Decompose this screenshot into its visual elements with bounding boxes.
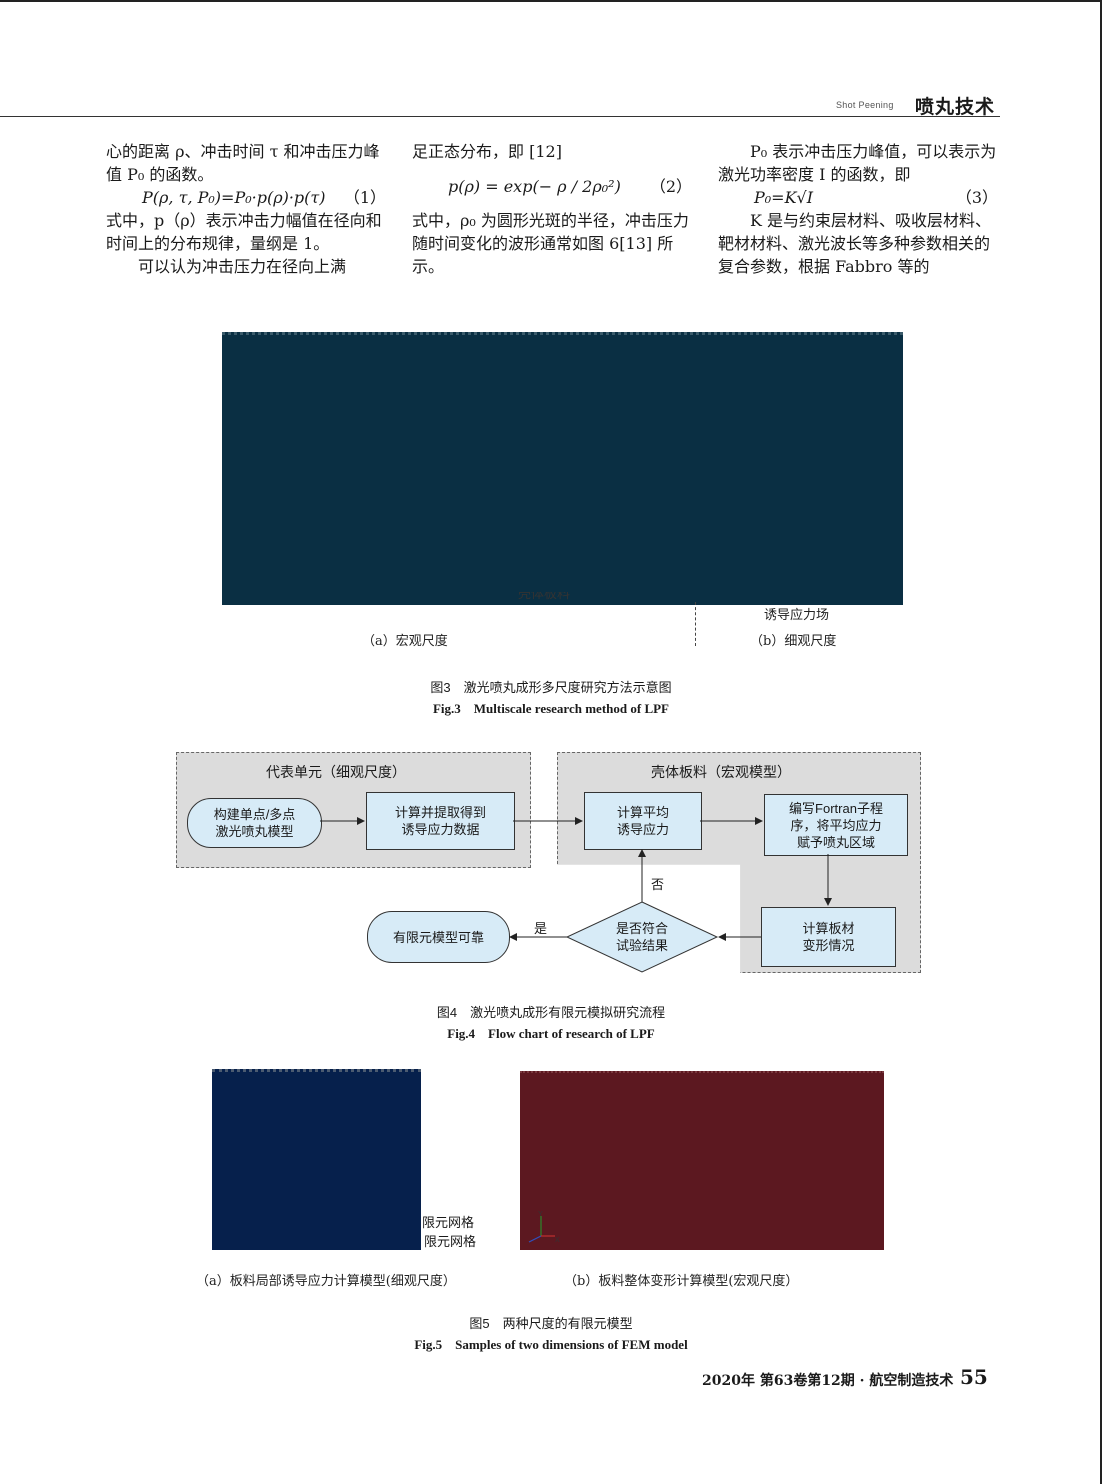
- figure-5a-mesh-label-2: 限元网格: [424, 1234, 477, 1249]
- figure-3-stress-field-label: 诱导应力场: [764, 608, 830, 623]
- col1-paragraph-2: 式中，p（ρ）表示冲击力幅值在径向和时间上的分布规律，量纲是 1。: [106, 211, 382, 253]
- flow-box-fortran: 编写Fortran子程 序，将平均应力 赋予喷丸区域: [764, 794, 908, 856]
- figure-5-caption-zh: 图5 两种尺度的有限元模型: [469, 1316, 633, 1331]
- top-border: [0, 0, 1102, 2]
- figure-3-divider: [695, 602, 696, 646]
- equation-2-number: （2）: [649, 176, 692, 196]
- header-journal-en: Shot Peening: [836, 100, 894, 110]
- figure-5-subcaption-a: （a）板料局部诱导应力计算模型(细观尺度）: [196, 1274, 456, 1289]
- col1-paragraph-1: 心的距离 ρ、冲击时间 τ 和冲击压力峰值 P₀ 的函数。: [106, 142, 380, 184]
- equation-1-number: （1）: [343, 188, 386, 207]
- equation-3-body: P₀=K√I: [754, 188, 814, 207]
- flow-box-build-model: 构建单点/多点 激光喷丸模型: [187, 798, 322, 848]
- figure-3-caption-en: Fig.3 Multiscale research method of LPF: [432, 701, 669, 716]
- flow-label-yes: 是: [534, 921, 548, 936]
- header-rule: [0, 116, 1000, 117]
- axis-y-label: Y: [538, 1211, 543, 1218]
- text-column-2: 足正态分布，即 [12] p(ρ) = exp(− ρ / 2ρ₀²) （2） …: [412, 140, 692, 278]
- flow-decision-text: 是否符合 试验结果: [615, 921, 668, 953]
- flow-box-average-stress: 计算平均 诱导应力: [584, 792, 702, 850]
- equation-1: P(ρ, τ, P₀)=P₀·p(ρ)·p(τ) （1）: [106, 186, 386, 209]
- col2-paragraph-2: 式中，ρ₀ 为圆形光斑的半径，冲击压力随时间变化的波形通常如图 6[13] 所示…: [412, 211, 689, 276]
- figure-5-caption-en: Fig.5 Samples of two dimensions of FEM m…: [414, 1337, 688, 1352]
- equation-2: p(ρ) = exp(− ρ / 2ρ₀²) （2）: [412, 163, 692, 209]
- figure-5b-image: [520, 1071, 884, 1250]
- flow-box-end: 有限元模型可靠: [367, 911, 510, 963]
- figure-5a-image: [212, 1069, 421, 1250]
- equation-3-number: （3）: [955, 188, 998, 207]
- flow-box-deformation: 计算板材 变形情况: [761, 907, 896, 967]
- figure-4-caption-en: Fig.4 Flow chart of research of LPF: [447, 1026, 655, 1041]
- flow-group-meso-title: 代表单元（细观尺度）: [266, 764, 406, 780]
- figure-4-caption-zh: 图4 激光喷丸成形有限元模拟研究流程: [436, 1005, 666, 1020]
- equation-2-body: p(ρ) = exp(− ρ / 2ρ₀²): [448, 176, 621, 196]
- axis-triad-icon: Y X: [528, 1211, 560, 1244]
- col1-paragraph-3: 可以认为冲击压力在径向上满: [138, 257, 347, 276]
- flowchart-connectors: [320, 817, 832, 973]
- footer-issue: 2020年 第63卷第12期 · 航空制造技术: [702, 1373, 954, 1389]
- col3-paragraph-1: P₀ 表示冲击压力峰值，可以表示为激光功率密度 I 的函数，即: [718, 142, 997, 184]
- col3-paragraph-2: K 是与约束层材料、吸收层材料、靶材材料、激光波长等多种参数相关的复合参数，根据…: [718, 211, 992, 276]
- figure-3-subcaption-a: （a）宏观尺度: [362, 634, 448, 649]
- header-journal-zh: 喷丸技术: [915, 96, 996, 118]
- right-border: [1100, 0, 1102, 1484]
- flow-label-no: 否: [651, 877, 665, 892]
- figure-5-subcaption-b: （b）板料整体变形计算模型(宏观尺度）: [564, 1274, 799, 1289]
- figure-5a-mesh-label-1: 限元网格: [422, 1215, 475, 1230]
- flow-decision-diamond: [565, 901, 719, 973]
- flow-group-macro-title: 壳体板料（宏观模型）: [651, 764, 791, 780]
- text-column-3: P₀ 表示冲击压力峰值，可以表示为激光功率密度 I 的函数，即 P₀=K√I （…: [718, 140, 998, 278]
- equation-1-body: P(ρ, τ, P₀)=P₀·p(ρ)·p(τ): [142, 188, 326, 207]
- col2-paragraph-1: 足正态分布，即 [12]: [412, 142, 562, 161]
- figure-3-image: [222, 332, 903, 605]
- page-number: 55: [960, 1365, 988, 1389]
- figure-3-overflow-label: 壳体板料: [518, 592, 571, 602]
- figure-3-subcaption-b: （b）细观尺度: [750, 634, 837, 649]
- equation-3: P₀=K√I （3）: [718, 186, 998, 209]
- text-column-1: 心的距离 ρ、冲击时间 τ 和冲击压力峰值 P₀ 的函数。 P(ρ, τ, P₀…: [106, 140, 386, 278]
- figure-3-caption-zh: 图3 激光喷丸成形多尺度研究方法示意图: [430, 680, 672, 695]
- axis-x-label: X: [555, 1237, 560, 1244]
- flow-box-extract-stress: 计算并提取得到 诱导应力数据: [366, 792, 515, 850]
